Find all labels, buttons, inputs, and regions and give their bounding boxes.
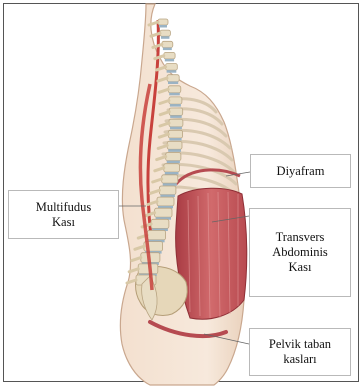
label-multifidus-line1: Multifudus xyxy=(36,200,92,215)
transversus-abdominis-muscle xyxy=(176,188,247,319)
vertebra xyxy=(169,108,183,115)
intervertebral-disc xyxy=(161,36,169,39)
intervertebral-disc xyxy=(168,149,181,152)
intervertebral-disc xyxy=(168,82,178,85)
vertebra xyxy=(167,141,182,149)
intervertebral-disc xyxy=(163,183,177,186)
intervertebral-disc xyxy=(167,70,177,73)
vertebra xyxy=(167,75,179,82)
vertebra xyxy=(169,97,182,104)
intervertebral-disc xyxy=(159,25,167,28)
label-transvers-line3: Kası xyxy=(289,260,312,275)
label-pelvik: Pelvik taban kasları xyxy=(249,328,351,376)
vertebra xyxy=(147,231,165,240)
intervertebral-disc xyxy=(170,104,181,107)
intervertebral-disc xyxy=(165,59,174,62)
label-pelvik-line1: Pelvik taban xyxy=(269,337,331,352)
label-multifidus: Multifudus Kası xyxy=(8,190,119,239)
intervertebral-disc xyxy=(163,48,172,51)
intervertebral-disc xyxy=(165,172,179,175)
label-diyafram: Diyafram xyxy=(250,154,351,188)
vertebra xyxy=(166,153,181,161)
vertebra xyxy=(157,197,174,206)
label-pelvik-line2: kasları xyxy=(283,352,316,367)
intervertebral-disc xyxy=(167,161,180,164)
vertebra xyxy=(151,219,169,228)
vertebra xyxy=(168,86,181,93)
vertebra xyxy=(169,119,183,127)
label-multifidus-line2: Kası xyxy=(52,215,75,230)
vertebra xyxy=(162,41,173,47)
label-transvers-line1: Transvers xyxy=(276,230,325,245)
label-diyafram-text: Diyafram xyxy=(277,164,325,179)
vertebra xyxy=(164,52,175,59)
label-transvers: Transvers Abdominis Kası xyxy=(249,208,351,297)
vertebra xyxy=(155,208,172,217)
vertebra xyxy=(168,130,182,138)
vertebra xyxy=(159,186,176,195)
intervertebral-disc xyxy=(170,127,182,130)
vertebra xyxy=(166,64,178,71)
intervertebral-disc xyxy=(170,115,182,118)
intervertebral-disc xyxy=(169,93,180,96)
vertebra xyxy=(162,175,178,183)
vertebra xyxy=(160,30,170,36)
intervertebral-disc xyxy=(169,138,181,141)
vertebra xyxy=(164,164,180,172)
label-transvers-line2: Abdominis xyxy=(272,245,328,260)
